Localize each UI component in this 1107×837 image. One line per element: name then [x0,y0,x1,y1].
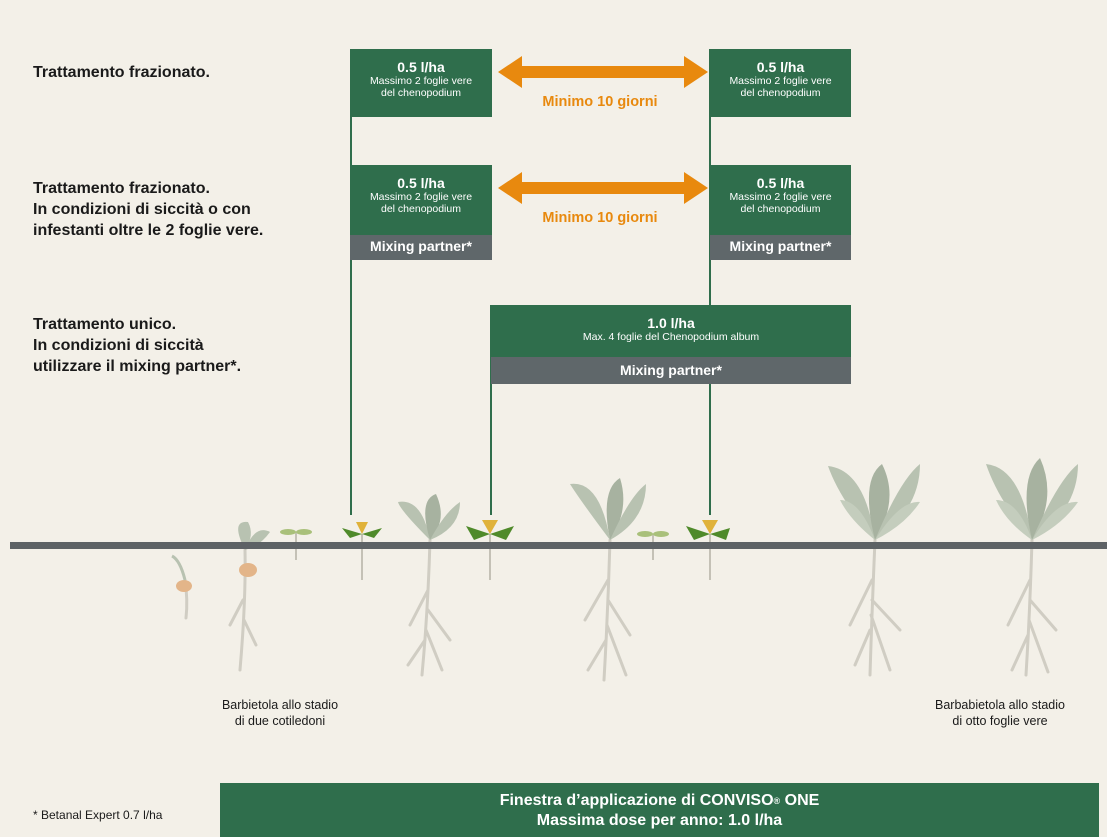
note-text: Massimo 2 foglie vere [369,75,473,87]
caption-left-line-2: di due cotiledoni [234,714,326,728]
note-text: Massimo 2 foglie vere [729,75,832,87]
caption-right: Barbabietola allo stadio di otto foglie … [915,697,1085,729]
row-3-label-line-1: Trattamento unico. [33,316,177,333]
weed-seedlings-illustration [280,520,730,580]
row-2-label-line-3: infestanti oltre le 2 foglie vere. [33,222,264,239]
mixing-partner-badge: Mixing partner* [710,235,851,260]
banner-line-2: Massima dose per anno: 1.0 l/ha [536,812,783,829]
dose-text: 0.5 l/ha [397,175,445,191]
note-text: del chenopodium [740,203,821,215]
caption-left-line-1: Barbietola allo stadio [221,698,339,712]
row-3-label-line-2: In condizioni di siccità [33,337,204,354]
seed-icon [176,580,192,592]
footnote: * Betanal Expert 0.7 l/ha [33,808,163,822]
plant-growth-illustration [171,458,1078,682]
row-2-label-line-1: Trattamento frazionato. [33,180,210,197]
row-1-box-left: 0.5 l/ha Massimo 2 foglie vere del cheno… [350,49,492,117]
application-window-banner: Finestra d’applicazione di CONVISO® ONE … [220,783,1099,837]
double-arrow-icon [498,56,708,88]
seed-icon [239,563,257,577]
timing-line-1 [350,49,352,515]
banner-line-1-text: Finestra d’applicazione di CONVISO [499,792,774,809]
weed-seedling-icon [466,520,514,580]
caption-right-line-1: Barbabietola allo stadio [935,698,1065,712]
interval-text: Minimo 10 giorni [542,94,658,110]
banner-line-1-suffix: ONE [780,792,820,809]
row-3-label: Trattamento unico. In condizioni di sicc… [33,314,241,377]
mixing-partner-badge: Mixing partner* [491,357,851,384]
mixing-partner-badge: Mixing partner* [350,235,492,260]
double-arrow-icon [498,172,708,204]
registered-mark: ® [773,796,781,806]
row-2-label: Trattamento frazionato. In condizioni di… [33,178,263,241]
row-1-box-right: 0.5 l/ha Massimo 2 foglie vere del cheno… [710,49,851,117]
row-2-box-right: 0.5 l/ha Massimo 2 foglie vere del cheno… [710,165,851,235]
timing-line-2 [709,49,711,515]
row-1-label-line: Trattamento frazionato. [33,64,210,81]
dose-text: 1.0 l/ha [647,315,695,331]
interval-text: Minimo 10 giorni [542,210,658,226]
single-treatment-box: 1.0 l/ha Max. 4 foglie del Chenopodium a… [491,305,851,357]
note-text: Massimo 2 foglie vere [369,191,473,203]
dose-text: 0.5 l/ha [756,175,805,191]
row-3-label-line-3: utilizzare il mixing partner*. [33,358,242,375]
note-text: del chenopodium [740,87,821,99]
note-text: del chenopodium [381,87,461,99]
caption-left: Barbietola allo stadio di due cotiledoni [200,697,360,729]
note-text: Max. 4 foglie del Chenopodium album [582,331,760,343]
row-2-box-left: 0.5 l/ha Massimo 2 foglie vere del cheno… [350,165,492,235]
row-2-label-line-2: In condizioni di siccità o con [33,201,251,218]
weed-seedling-icon [342,522,382,580]
dose-text: 0.5 l/ha [397,59,445,75]
timing-line-single [490,305,492,515]
weed-seedling-icon [686,520,730,580]
dose-text: 0.5 l/ha [756,59,805,75]
ground-line [10,542,1107,549]
banner-line-1: Finestra d’applicazione di CONVISO® ONE [220,791,1099,811]
note-text: Massimo 2 foglie vere [729,191,832,203]
note-text: del chenopodium [381,203,461,215]
caption-right-line-2: di otto foglie vere [952,714,1048,728]
row-1-label: Trattamento frazionato. [33,62,210,83]
